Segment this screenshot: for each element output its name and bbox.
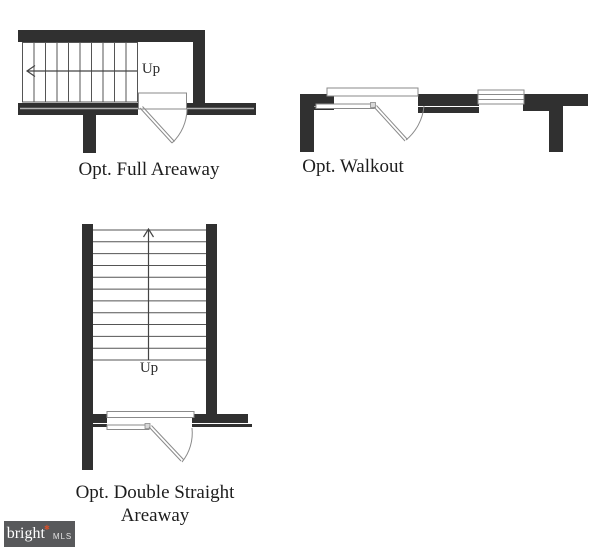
full-areaway-top-wall xyxy=(18,30,205,42)
door-swing-arc xyxy=(181,427,193,463)
logo-suffix-text: MLS xyxy=(52,531,73,541)
logo-brand-text: bright xyxy=(6,525,45,542)
full-areaway-stairs xyxy=(22,42,138,103)
full-areaway-caption: Opt. Full Areaway xyxy=(78,159,220,180)
walkout-right-return-wall xyxy=(549,106,563,152)
door-swing-arc xyxy=(405,105,425,141)
full-areaway-side-wall-stub xyxy=(83,115,96,153)
stair-direction-arrow-left-icon xyxy=(25,65,137,77)
walkout-lower-wall-line xyxy=(418,107,479,113)
full-areaway-right-wall xyxy=(193,30,205,103)
double-areaway-left-wall xyxy=(82,224,93,470)
double-areaway-caption: Opt. Double Straight Areaway xyxy=(45,481,265,527)
double-areaway-door xyxy=(106,411,195,463)
door-swing-arc xyxy=(171,108,188,144)
double-areaway-bottom-wall-right xyxy=(192,414,248,423)
stair-direction-arrow-up-icon xyxy=(142,227,155,360)
full-areaway-door xyxy=(138,92,188,144)
full-areaway-up-label: Up xyxy=(141,61,161,77)
double-areaway-lower-wall-line xyxy=(93,424,107,427)
double-areaway-caption-line1: Opt. Double Straight xyxy=(75,482,235,503)
double-areaway-up-label: Up xyxy=(139,360,159,376)
full-areaway-diagram xyxy=(18,30,256,153)
logo-spark-icon: ✱ xyxy=(43,524,50,532)
bright-mls-logo: bright ✱ MLS xyxy=(4,521,75,547)
window-symbol xyxy=(477,89,525,105)
double-areaway-caption-line2: Areaway xyxy=(120,505,190,526)
double-areaway-bottom-wall-left xyxy=(93,414,107,423)
walkout-wall-mid-segment xyxy=(418,94,479,106)
walkout-caption: Opt. Walkout xyxy=(302,156,404,177)
walkout-wall-right-segment xyxy=(523,94,588,106)
double-areaway-lower-wall-line xyxy=(192,424,252,427)
walkout-lower-wall-line xyxy=(523,106,549,111)
walkout-left-return-wall xyxy=(300,94,314,152)
walkout-diagram xyxy=(300,87,588,152)
double-straight-areaway-diagram xyxy=(82,224,252,470)
double-areaway-stairs xyxy=(93,229,206,361)
double-areaway-right-wall xyxy=(206,224,217,422)
walkout-door xyxy=(315,87,425,142)
